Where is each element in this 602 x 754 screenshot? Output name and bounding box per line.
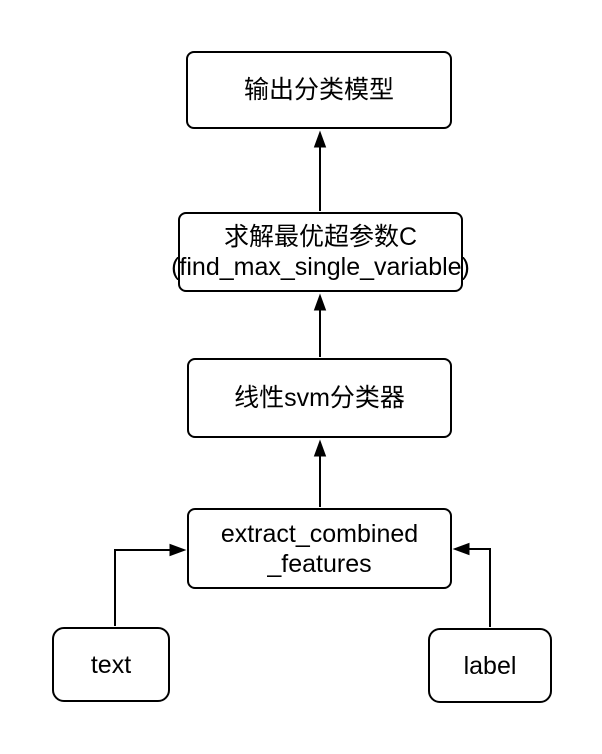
node-find-optimal-c: 求解最优超参数C (find_max_single_variable) — [171, 212, 470, 292]
node-text-source-label: text — [90, 650, 132, 679]
node-extract-features: extract_combined _features — [187, 508, 452, 589]
arrow-label-to-extract — [452, 542, 491, 627]
node-extract-features-label-line2: _features — [267, 549, 372, 578]
node-find-optimal-c-label-line2: (find_max_single_variable) — [171, 253, 470, 281]
arrow-text-to-extract — [114, 543, 187, 626]
node-linear-svm-label: 线性svm分类器 — [234, 384, 405, 412]
node-extract-features-label-line1: extract_combined — [220, 519, 419, 548]
node-label-source-label: label — [463, 651, 517, 680]
node-linear-svm: 线性svm分类器 — [187, 358, 452, 438]
node-label-source: label — [428, 628, 552, 703]
node-text-source: text — [52, 627, 170, 702]
node-output-model-label: 输出分类模型 — [243, 76, 394, 104]
node-find-optimal-c-label-line1: 求解最优超参数C — [223, 223, 418, 251]
node-output-model: 输出分类模型 — [186, 51, 452, 129]
